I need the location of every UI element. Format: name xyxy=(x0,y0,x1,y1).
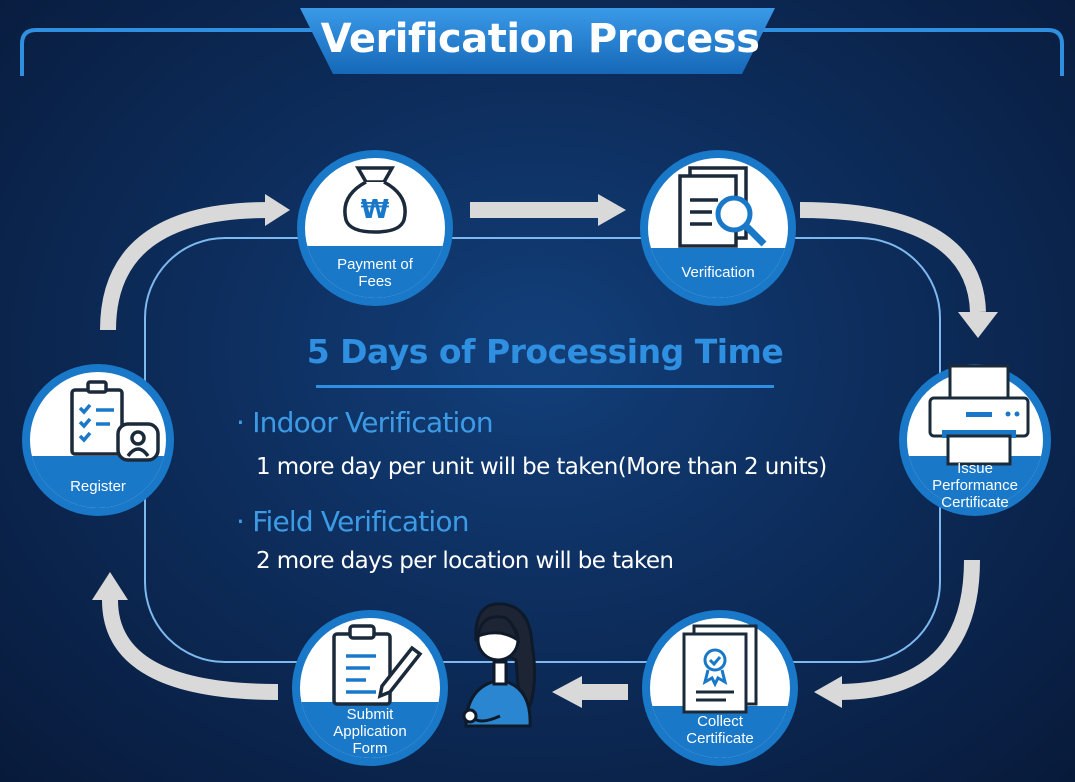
frame-line-right xyxy=(750,28,1064,76)
arrow-issue-to-collect xyxy=(837,559,980,700)
arrow-verification-to-issue xyxy=(799,202,986,313)
indoor-verification-text: 1 more day per unit will be taken(More t… xyxy=(256,454,827,480)
field-verification-title: · Field Verification xyxy=(236,505,469,538)
arrowhead-issue xyxy=(958,312,998,338)
arrowhead-payment xyxy=(265,194,290,226)
inner-cycle-frame xyxy=(144,237,941,663)
money-bag-won-icon: ₩ xyxy=(343,166,407,234)
heading-underline xyxy=(316,385,774,388)
step-label-verification: Verification xyxy=(681,264,755,281)
processing-time-heading: 5 Days of Processing Time xyxy=(306,332,784,371)
arrowhead-submit xyxy=(552,676,582,708)
indoor-verification-title: · Indoor Verification xyxy=(236,406,494,439)
arrow-submit-to-register xyxy=(102,599,279,700)
title-banner xyxy=(20,8,1064,76)
printer-icon xyxy=(928,364,1030,466)
svg-text:₩: ₩ xyxy=(361,195,390,225)
step-label-issue-performance-certificate: Issue Performance Certificate xyxy=(932,460,1018,511)
step-label-register: Register xyxy=(70,478,126,495)
woman-illustration-icon xyxy=(462,602,537,728)
flow-arrows xyxy=(100,202,986,700)
clipboard-pen-icon xyxy=(332,624,423,706)
arrowhead-register xyxy=(92,572,128,600)
field-verification-text: 2 more days per location will be taken xyxy=(256,548,674,574)
banner-shape xyxy=(300,8,775,74)
frame-line-left xyxy=(20,28,332,76)
arrowhead-collect xyxy=(814,676,842,708)
certificate-icon xyxy=(682,624,758,714)
step-label-payment-of-fees: Payment of Fees xyxy=(337,256,413,290)
arrow-register-to-payment xyxy=(100,202,269,331)
step-label-submit-application-form: Submit Application Form xyxy=(333,706,407,757)
page-title: Verification Process xyxy=(320,16,760,62)
step-label-collect-certificate: Collect Certificate xyxy=(686,713,754,747)
document-search-icon xyxy=(678,166,767,248)
arrowhead-verification xyxy=(598,194,626,226)
step-verification xyxy=(640,150,796,306)
clipboard-user-icon xyxy=(70,380,160,462)
